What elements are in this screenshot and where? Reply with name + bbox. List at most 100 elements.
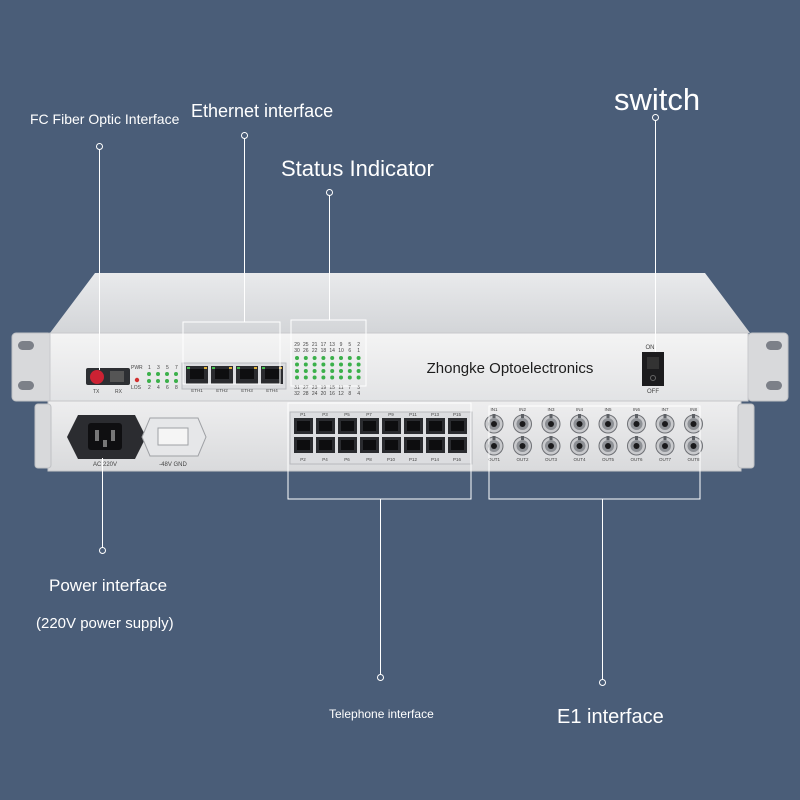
indicator-led [165,372,169,376]
indicator-led [147,379,151,383]
status-led [339,362,343,367]
indicator-led [165,379,169,383]
status-led [303,356,308,360]
switch-dot [652,114,659,121]
status-led [312,362,317,367]
telephone-leader-line [380,499,381,676]
switch-off-label: OFF [647,389,659,395]
e1-bnc-bayonet [635,436,638,440]
telephone-port-label: P8 [366,457,372,462]
e1-out-label: OUT5 [602,457,614,462]
status-num-label: 1 [357,348,360,354]
brand-name: Zhongke Optoelectronics [427,360,594,377]
status-num-label: 28 [303,391,309,397]
status-callout: Status Indicator [281,156,434,181]
fiber-rx-label: RX [115,389,123,395]
status-led [356,356,361,360]
indicator-num-label: 4 [157,385,160,391]
status-num-label: 32 [294,391,300,397]
e1-out-label: OUT6 [630,457,642,462]
e1-bnc-pin [491,421,497,427]
indicator-num-label: 8 [175,385,178,391]
status-num-label: 27 [303,385,309,391]
e1-bnc-bayonet [521,436,524,440]
ethernet-dot [241,132,248,139]
telephone-port-label: P9 [388,412,394,417]
e1-bnc-bayonet [492,436,496,440]
telephone-port-label: P15 [453,412,462,417]
status-num-label: 26 [303,348,309,354]
status-led [356,375,361,380]
e1-bnc-pin [633,443,640,449]
status-led [321,362,326,367]
ethernet-port-socket [190,369,204,379]
indicator-led [156,379,160,383]
ethernet-act-led [229,367,232,369]
e1-bnc-bayonet [549,414,553,418]
e1-bnc-pin [605,443,611,449]
e1-bnc-bayonet [521,414,524,418]
e1-bnc-bayonet [692,436,695,440]
e1-dot [599,679,606,686]
ethernet-link-led [237,367,240,369]
ethernet-link-led [187,367,190,369]
ethernet-port-socket [265,369,279,379]
status-led [295,375,299,380]
ethernet-port-label: ETH4 [266,388,278,393]
power-sub-callout: (220V power supply) [36,615,174,632]
status-led [330,369,335,373]
indicator-led [174,379,178,383]
pwr-label: PWR [131,365,143,371]
indicator-led [174,372,178,376]
e1-bnc-bayonet [606,436,610,440]
e1-out-label: OUT8 [687,457,699,462]
telephone-port-label: P12 [409,457,418,462]
telephone-port-socket [385,440,398,450]
status-led [303,375,308,380]
status-num-label: 4 [357,391,360,397]
e1-bnc-bayonet [492,414,496,418]
telephone-port-socket [297,440,310,450]
front-panel [49,332,749,402]
status-led [330,356,335,360]
status-led [356,362,361,367]
e1-leader-line [602,499,603,680]
telephone-port-socket [407,440,420,450]
chassis-top [50,273,750,333]
status-num-label: 3 [357,385,360,391]
indicator-num-label: 3 [157,365,160,371]
e1-in-label: IN4 [576,407,584,412]
status-dot [326,189,333,196]
ac-label: AC 220V [93,462,117,468]
indicator-num-label: 5 [166,365,169,371]
ethernet-callout: Ethernet interface [191,101,334,121]
status-led [347,362,352,367]
telephone-port-label: P5 [344,412,350,417]
telephone-port-label: P7 [366,412,372,417]
status-num-label: 30 [294,348,300,354]
status-led [312,356,317,360]
status-led [356,369,361,373]
telephone-port-label: P4 [322,457,328,462]
fc-fiber-leader-line [99,148,100,370]
rear-ear-right [737,403,755,469]
telephone-port-socket [451,440,464,450]
status-led [339,356,343,360]
e1-in-label: IN7 [661,407,669,412]
ethernet-port-label: ETH1 [191,388,203,393]
los-label: LOS [131,385,142,391]
e1-bnc-pin [576,443,583,449]
indicator-num-label: 1 [148,365,151,371]
power-leader-line [102,458,103,548]
e1-bnc-pin [548,443,554,449]
e1-out-label: OUT7 [659,457,671,462]
e1-in-label: IN3 [547,407,555,412]
e1-bnc-bayonet [578,414,581,418]
telephone-port-socket [319,421,332,431]
ethernet-act-led [254,367,257,369]
telephone-port-socket [429,440,442,450]
e1-out-label: OUT1 [488,457,500,462]
e1-in-label: IN5 [604,407,612,412]
ethernet-bracket [182,321,281,385]
status-num-label: 18 [321,348,327,354]
